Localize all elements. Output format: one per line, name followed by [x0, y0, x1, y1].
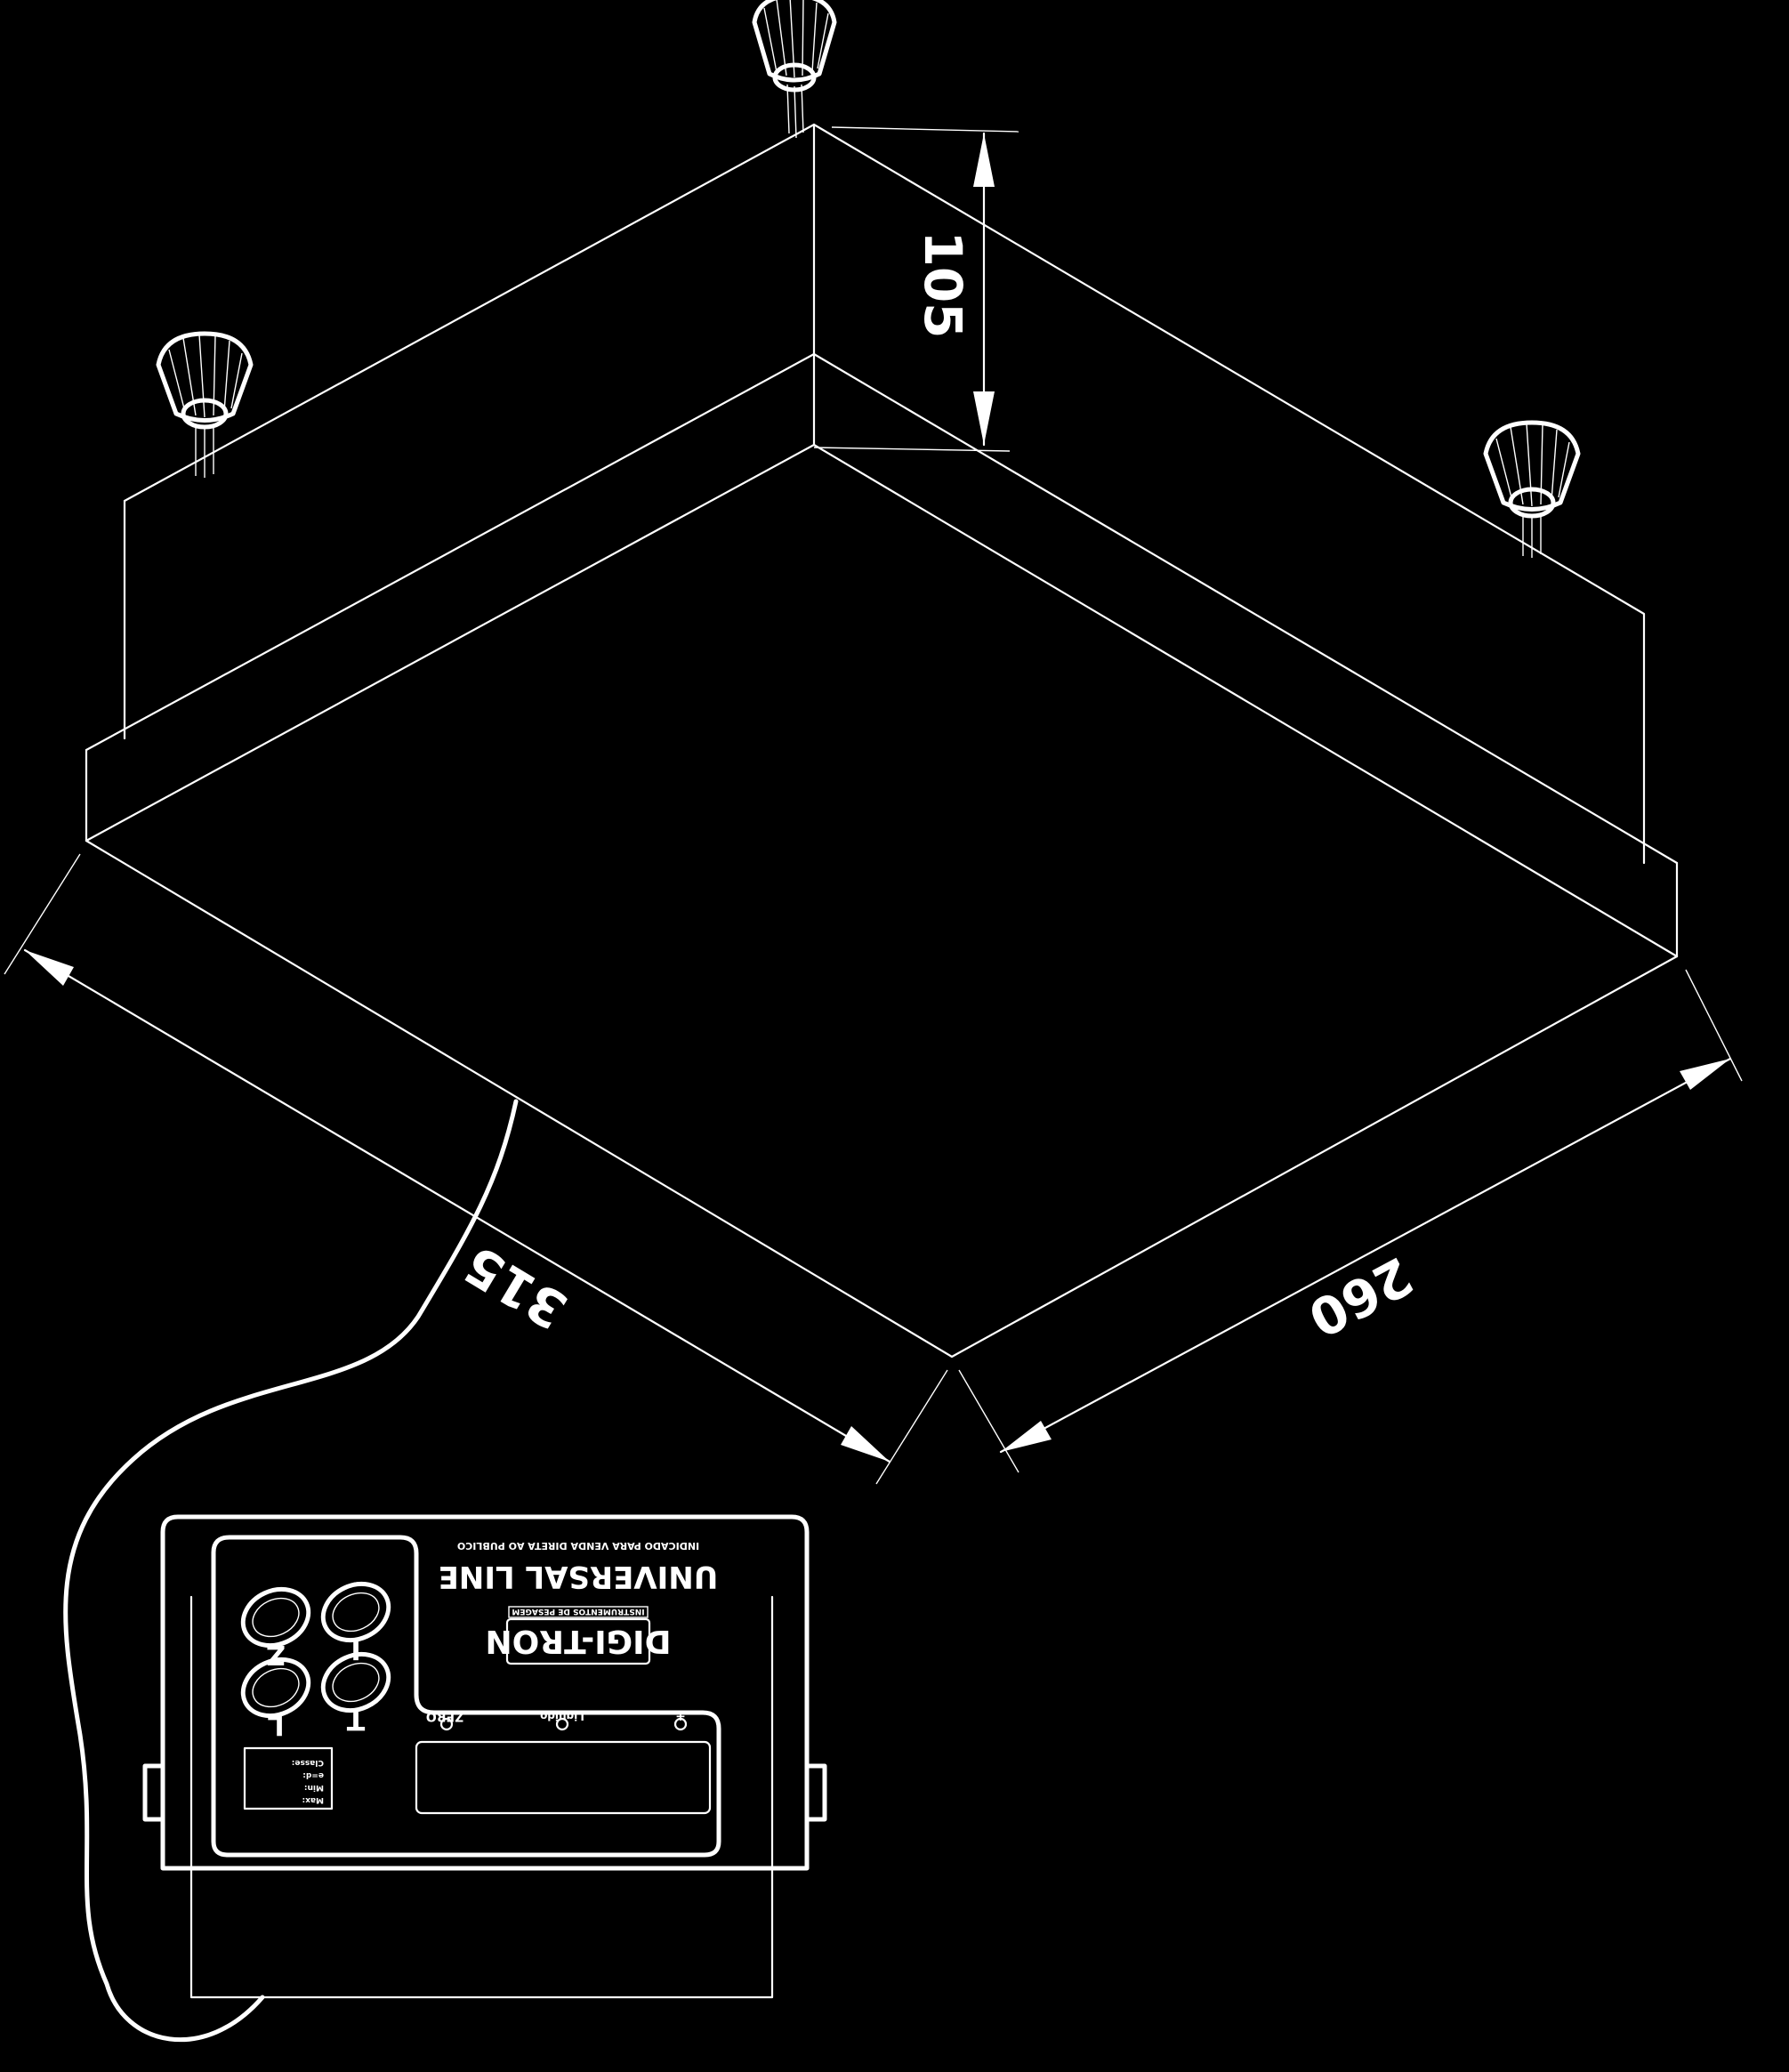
model-name: UNIVERSAL LINE	[439, 1559, 719, 1594]
key-z-label: Z	[266, 1639, 286, 1670]
right-arrow-far	[1680, 1059, 1730, 1090]
knob-left-shell	[156, 331, 254, 423]
lamp-plus-label: +	[675, 1709, 686, 1723]
height-arrow-top	[973, 133, 995, 187]
plate-line-min: Min:	[304, 1783, 324, 1792]
knob-left-thread	[195, 424, 214, 478]
knob-left-ridges	[168, 334, 243, 418]
key-i-label: I	[351, 1633, 360, 1665]
plate-front-edges	[85, 839, 1679, 1358]
plate-upper-edges	[85, 352, 1679, 865]
knob-right-shell	[1483, 420, 1581, 512]
platform-body-top-edges	[123, 123, 1646, 865]
data-plate-text: Max: Min: e=d: Classe:	[292, 1758, 324, 1804]
key-l[interactable]: L	[234, 1649, 318, 1740]
indicator-panel	[211, 1535, 721, 1858]
lamp-zero-label: ZERO	[426, 1709, 463, 1723]
left-width-label: 315	[454, 1234, 577, 1342]
lamp-zero: ZERO	[426, 1709, 463, 1731]
brand-logo-box	[505, 1617, 651, 1665]
plate-line-classe: Classe:	[292, 1758, 324, 1767]
dimension-height: 105	[813, 126, 1019, 452]
lamp-plus: +	[673, 1709, 688, 1731]
knob-top-thread	[786, 84, 804, 139]
cable	[63, 1099, 519, 2042]
foot-right	[1483, 420, 1581, 558]
key-l-label: L	[267, 1709, 284, 1740]
indicator-bracket	[189, 1595, 774, 1999]
key-z[interactable]: Z	[234, 1579, 318, 1670]
top-note: INDICADO PARA VENDA DIRETA AO PUBLICO	[457, 1540, 699, 1552]
brand-logo: DIGI-TRON	[486, 1623, 672, 1659]
dimension-right: 260	[958, 969, 1743, 1473]
knob-right-thread	[1522, 513, 1542, 558]
key-t-label: T	[346, 1704, 365, 1735]
height-label: 105	[913, 230, 973, 338]
left-arrow-near	[841, 1426, 890, 1462]
data-plate	[243, 1746, 334, 1810]
right-arrow-near	[1001, 1421, 1052, 1452]
knob-right-ridges	[1495, 423, 1570, 507]
lamp-liquido-label: Liquido	[540, 1710, 584, 1722]
knob-top-shell	[752, 0, 837, 83]
height-ext-top	[831, 126, 1019, 133]
brand-subtitle: INSTRUMENTOS DE PESAGEM	[512, 1607, 644, 1616]
left-ext-near	[875, 1369, 948, 1485]
right-dim-line	[999, 1057, 1732, 1454]
bracket-knob-left	[142, 1763, 165, 1822]
weight-display	[415, 1740, 712, 1815]
height-ext-bottom	[813, 447, 1011, 452]
indicator-housing	[160, 1514, 810, 1871]
left-ext-far	[4, 853, 81, 975]
left-dim-line	[23, 948, 891, 1463]
height-arrow-bottom	[973, 391, 995, 445]
right-ext-far	[1685, 969, 1743, 1082]
right-ext-near	[958, 1369, 1019, 1473]
dimension-left: 315	[4, 853, 948, 1485]
brand-sub-strip	[508, 1606, 649, 1618]
lamp-liquido: Liquido	[540, 1710, 584, 1731]
plate-line-max: Max:	[302, 1795, 324, 1804]
left-arrow-far	[25, 950, 74, 986]
indicator-unit: Z I L T Max: Min: e=d: Classe:	[142, 1514, 827, 1999]
foot-top	[752, 0, 837, 139]
right-width-label: 260	[1299, 1245, 1422, 1349]
key-t[interactable]: T	[314, 1644, 398, 1735]
foot-left	[156, 331, 254, 478]
knob-top-ridges	[763, 0, 829, 78]
key-i[interactable]: I	[314, 1574, 398, 1665]
scale-platform	[85, 123, 1679, 1358]
plate-line-e: e=d:	[302, 1770, 324, 1779]
plate-inner-edges	[85, 443, 1679, 958]
bracket-knob-right	[804, 1763, 827, 1822]
